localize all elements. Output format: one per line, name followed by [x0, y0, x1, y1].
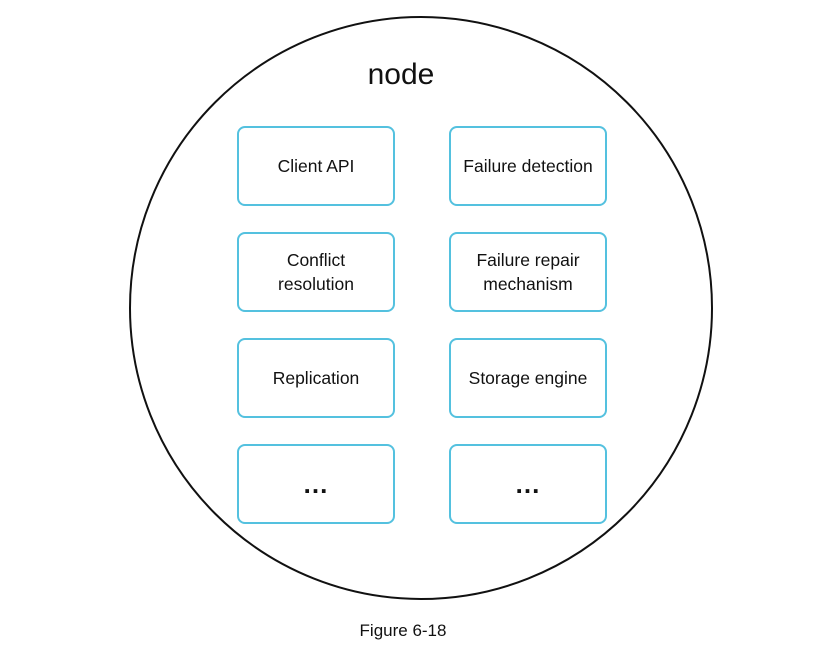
component-label: Client API [277, 156, 355, 176]
figure-caption: Figure 6-18 [359, 621, 447, 640]
component-more-left: … [237, 444, 395, 524]
ellipsis-label: … [302, 469, 330, 499]
component-label: Replication [272, 368, 360, 388]
component-label: Failure detection [463, 156, 593, 176]
ellipsis-label: … [514, 469, 542, 499]
component-more-right: … [449, 444, 607, 524]
component-storage-engine: Storage engine [449, 338, 607, 418]
component-label: Storage engine [468, 368, 588, 388]
component-failure-repair-mechanism: Failure repair mechanism [449, 232, 607, 312]
component-label: Failure repair mechanism [476, 250, 580, 294]
component-failure-detection: Failure detection [449, 126, 607, 206]
component-client-api: Client API [237, 126, 395, 206]
node-title: node [367, 58, 435, 91]
node-circle [129, 16, 713, 600]
component-conflict-resolution: Conflict resolution [237, 232, 395, 312]
component-label: Conflict resolution [278, 250, 354, 294]
component-replication: Replication [237, 338, 395, 418]
